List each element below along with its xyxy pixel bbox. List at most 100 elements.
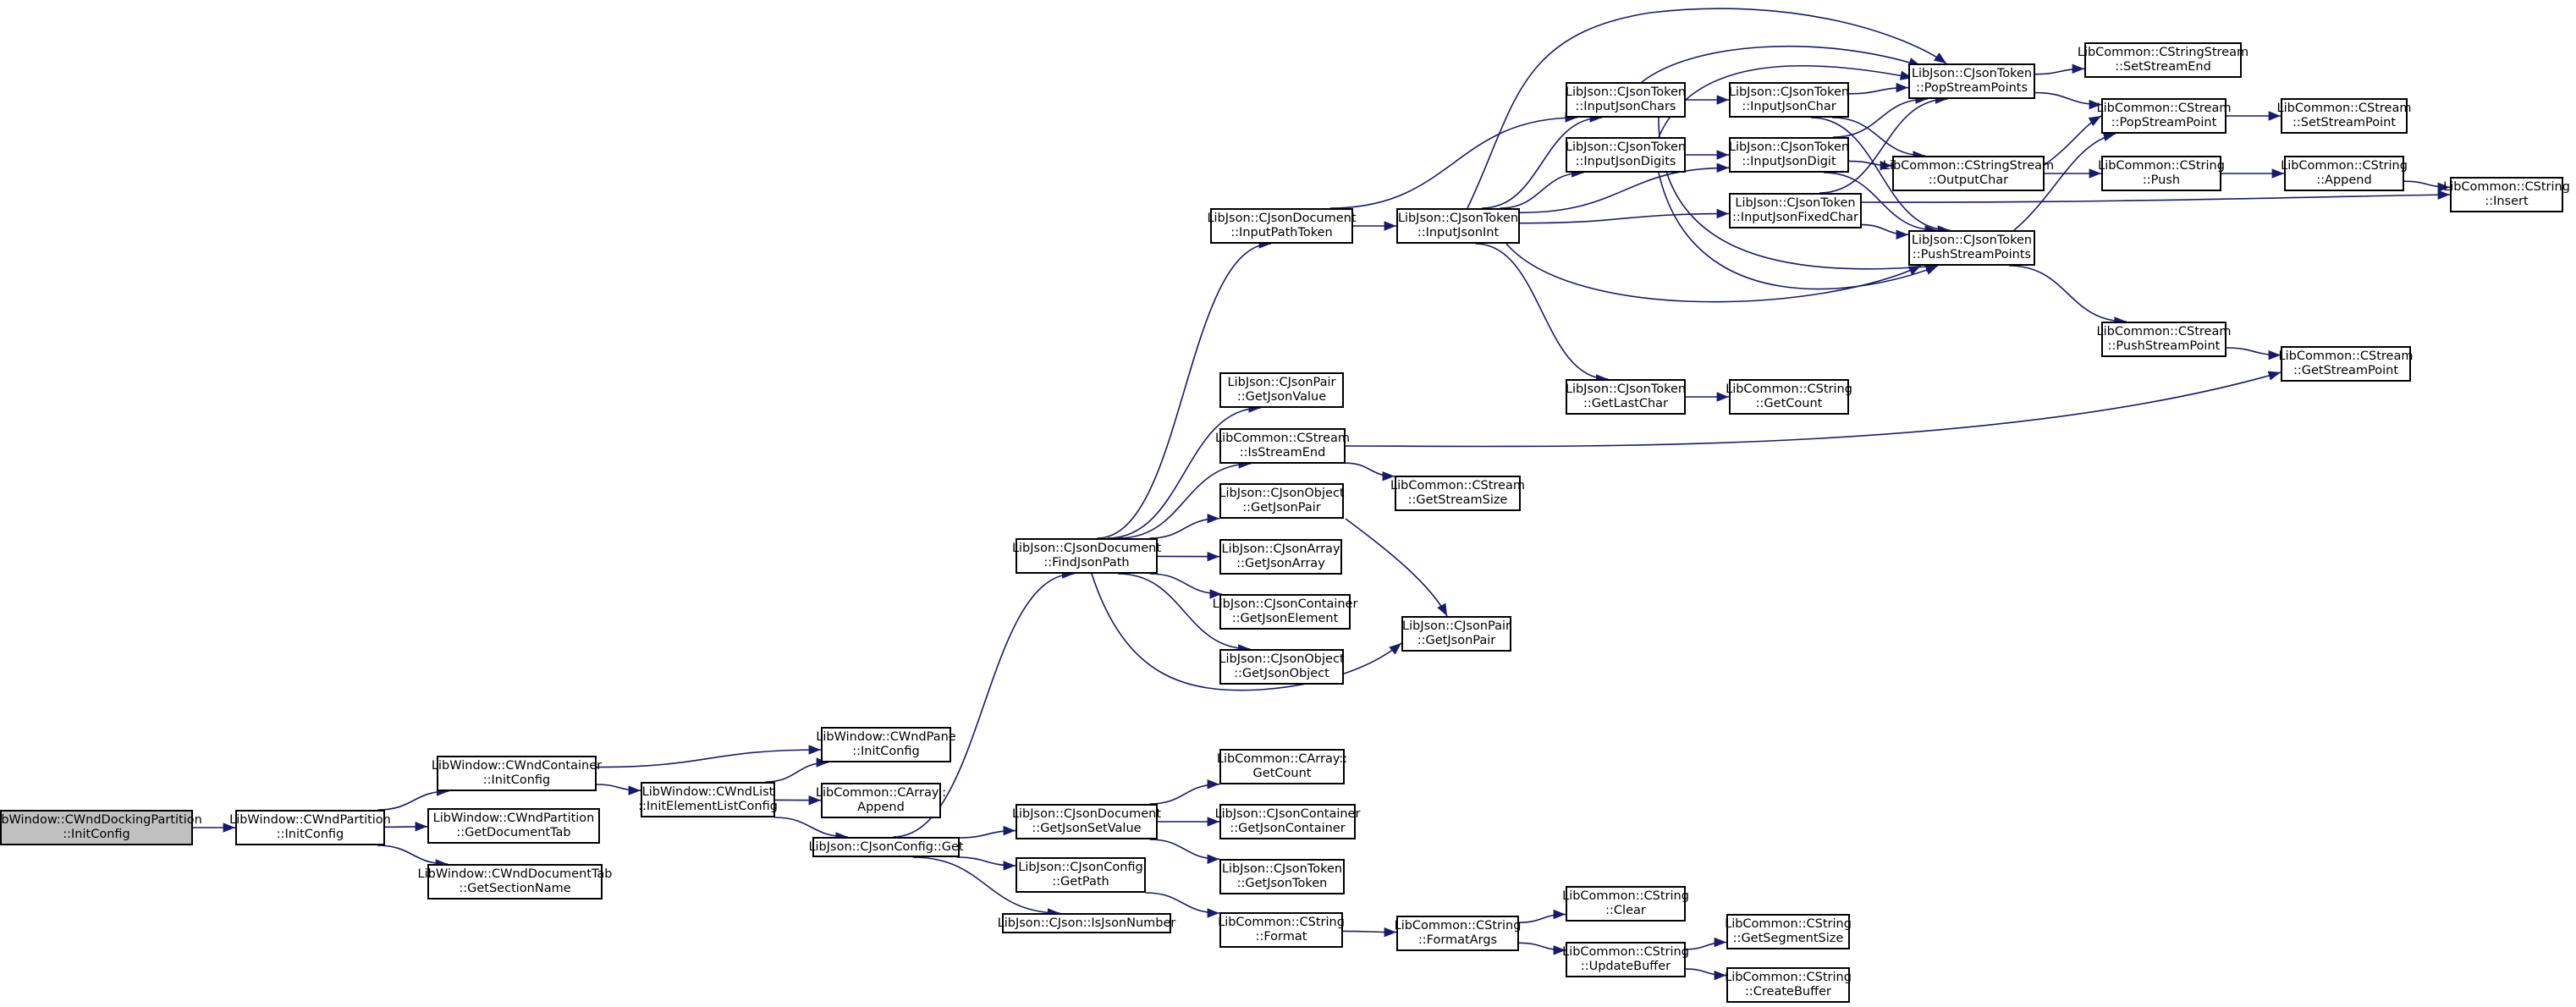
function-node[interactable]: LibCommon::CStream::SetStreamPoint [2277, 98, 2412, 134]
function-node[interactable]: LibCommon::CStream::PushStreamPoint [2097, 322, 2232, 357]
function-node[interactable]: LibJson::CJsonToken::InputJsonDigit [1729, 137, 1849, 173]
function-node-label-line: ::GetJsonValue [1236, 390, 1327, 404]
function-node[interactable]: LibJson::CJsonToken::InputJsonInt [1396, 208, 1520, 244]
call-edge-n35-n39 [1819, 94, 1948, 194]
function-node-label-line: ::GetJsonPair [1417, 634, 1496, 647]
function-node[interactable]: LibCommon::CStream::IsStreamEnd [1215, 428, 1350, 464]
function-node[interactable]: LibCommon::CString::Clear [1562, 886, 1689, 922]
function-node[interactable]: LibWindow::CWndPartition::InitConfig [229, 810, 391, 845]
call-edge-n1-n2 [377, 786, 449, 811]
function-node-label-line: LibWindow::CWndDocumentTab [417, 867, 613, 881]
call-edge-n24-n28 [1481, 113, 1603, 209]
function-node[interactable]: LibJson::CJsonToken::InputJsonChar [1729, 82, 1849, 118]
function-node[interactable]: LibCommon::CStream::PopStreamPoint [2097, 98, 2232, 134]
function-node-label-line: LibCommon::CStringStream [2077, 46, 2249, 59]
function-node[interactable]: LibJson::CJson::IsJsonNumber [998, 913, 1175, 933]
function-node-label-line: LibJson::CJsonToken [1911, 234, 2033, 247]
function-node[interactable]: LibCommon::CString::Append [2281, 156, 2408, 191]
function-node-label-line: ::SetStreamEnd [2115, 60, 2211, 74]
function-node[interactable]: LibJson::CJsonDocument::GetJsonSetValue [1012, 804, 1161, 839]
function-node[interactable]: LibCommon::CStream::GetStreamSize [1390, 476, 1525, 511]
function-node-label-line: LibCommon::CString [1562, 889, 1689, 903]
function-node[interactable]: LibCommon::CString::UpdateBuffer [1562, 942, 1689, 977]
function-node-label-line: LibWindow::CWndDockingPartition [0, 813, 202, 827]
function-node[interactable]: LibJson::CJsonToken::PushStreamPoints [1908, 230, 2035, 266]
function-node-label-line: ::Insert [2485, 195, 2529, 208]
function-node[interactable]: LibCommon::CString::GetSegmentSize [1725, 914, 1852, 949]
function-node-label-line: LibJson::CJsonDocument [1011, 807, 1162, 821]
function-node[interactable]: LibCommon::CString::FormatArgs [1395, 916, 1521, 951]
function-node[interactable]: LibWindow::CWndDocumentTab::GetSectionNa… [418, 864, 613, 900]
function-node[interactable]: LibCommon::CArray::GetCount [1217, 749, 1347, 784]
function-node[interactable]: LibJson::CJsonPair::GetJsonPair [1401, 616, 1511, 652]
function-node-label-line: LibCommon::CStream [2096, 102, 2232, 115]
function-node-label-line: LibCommon::CStream [2096, 325, 2232, 338]
function-node-label-line: LibCommon::CStream [1390, 479, 1525, 492]
function-node[interactable]: LibJson::CJsonToken::InputJsonFixedChar [1729, 193, 1862, 228]
function-node[interactable]: LibJson::CJsonConfig::GetPath [1016, 857, 1146, 893]
function-node-label-line: ::PushStreamPoints [1912, 248, 2032, 261]
function-node-label-line: ::GetJsonArray [1236, 557, 1325, 570]
function-node-label-line: ::Push [2142, 173, 2181, 187]
function-node-label-line: LibCommon::CString [2443, 180, 2570, 194]
function-node[interactable]: LibJson::CJsonDocument::InputPathToken [1207, 208, 1357, 244]
function-node[interactable]: LibJson::CJsonObject::GetJsonPair [1219, 483, 1345, 519]
function-node[interactable]: LibJson::CJsonContainer::GetJsonContaine… [1215, 804, 1360, 839]
function-node[interactable]: LibJson::CJsonToken::InputJsonChars [1566, 82, 1686, 118]
function-node[interactable]: LibJson::CJsonToken::PopStreamPoints [1908, 63, 2035, 99]
function-node[interactable]: LibWindow::CWndContainer::InitConfig [432, 756, 602, 791]
function-node-label-line: LibCommon::CString [2281, 159, 2408, 173]
function-node[interactable]: LibJson::CJsonArray::GetJsonArray [1219, 539, 1342, 575]
function-node[interactable]: LibJson::CJsonDocument::FindJsonPath [1012, 538, 1161, 574]
function-node-label-line: ::Format [1255, 930, 1307, 944]
function-node[interactable]: LibCommon::CString::Format [1218, 912, 1345, 948]
function-node[interactable]: LibCommon::CString::Insert [2443, 177, 2570, 212]
function-node-label-line: ::GetJsonToken [1236, 877, 1328, 890]
function-node-label-line: LibJson::CJsonDocument [1011, 542, 1162, 555]
function-node[interactable]: LibWindow::CWndPane::InitConfig [816, 727, 956, 762]
function-node[interactable]: LibCommon::CString::CreateBuffer [1725, 967, 1852, 1003]
function-node[interactable]: LibJson::CJsonConfig::Get [808, 837, 964, 857]
function-node[interactable]: LibWindow::CWndList::InitElementListConf… [638, 782, 778, 817]
call-edge-n9-n18 [1149, 573, 1222, 599]
function-node-label-line: LibWindow::CWndList [641, 785, 774, 799]
function-node[interactable]: LibCommon::CString::GetCount [1726, 379, 1852, 415]
function-node-label-line: ::PopStreamPoint [2111, 116, 2217, 129]
call-edge-n27-n31 [1518, 909, 1566, 923]
function-node[interactable]: LibCommon::CString::Push [2098, 156, 2225, 191]
function-node-label-line: ::GetStreamSize [1407, 493, 1508, 507]
call-edge-n39-n43 [2034, 91, 2102, 110]
function-node-label-line: ::PopStreamPoints [1915, 81, 2028, 95]
function-node[interactable]: LibJson::CJsonContainer::GetJsonElement [1213, 594, 1357, 630]
function-node-label-line: LibWindow::CWndPane [816, 730, 956, 744]
function-node[interactable]: LibCommon::CStream::GetStreamPoint [2279, 346, 2414, 382]
call-edge-n34-n39 [1833, 94, 1928, 138]
function-node-label-line: LibJson::CJsonToken [1728, 85, 1850, 99]
function-node[interactable]: LibCommon::CArray::Append [816, 783, 946, 818]
function-node-label-line: ::Append [2316, 173, 2372, 187]
function-node-label-line: LibCommon::CStream [2276, 102, 2412, 115]
call-edge-n33-n40 [1832, 117, 1925, 161]
function-node[interactable]: LibJson::CJsonToken::GetJsonToken [1219, 859, 1345, 894]
function-node[interactable]: LibCommon::CStringStream::SetStreamEnd [2078, 42, 2248, 78]
function-node[interactable]: LibCommon::CStringStream::OutputChar [1883, 156, 2054, 191]
call-edge-n24-n41 [1505, 243, 1922, 303]
function-node-label-line: ::InputJsonDigits [1575, 155, 1676, 168]
function-node-label-line: LibCommon::CStream [1215, 432, 1350, 445]
root-function-node[interactable]: LibWindow::CWndDockingPartition::InitCon… [0, 810, 202, 845]
function-node[interactable]: LibJson::CJsonToken::InputJsonDigits [1566, 137, 1686, 173]
function-node[interactable]: LibJson::CJsonPair::GetJsonValue [1219, 372, 1344, 408]
function-node-label-line: Append [857, 801, 905, 814]
call-edge-n32-n37 [1685, 937, 1727, 950]
function-node[interactable]: LibJson::CJsonToken::GetLastChar [1566, 379, 1686, 415]
function-node-label-line: LibJson::CJsonConfig::Get [808, 839, 964, 854]
function-node-label-line: GetCount [1252, 767, 1312, 780]
function-node-label-line: LibJson::CJsonContainer [1214, 807, 1361, 821]
function-node-label-line: LibJson::CJsonDocument [1207, 212, 1357, 225]
function-node[interactable]: LibWindow::CWndPartition::GetDocumentTab [427, 808, 600, 844]
function-node-label-line: ::GetJsonSetValue [1032, 822, 1142, 835]
function-node[interactable]: LibJson::CJsonObject::GetJsonObject [1219, 649, 1345, 685]
call-edge-n5-n8 [774, 817, 848, 842]
call-edge-n40-n43 [2044, 115, 2102, 166]
function-node-label-line: LibCommon::CString [1726, 382, 1852, 396]
